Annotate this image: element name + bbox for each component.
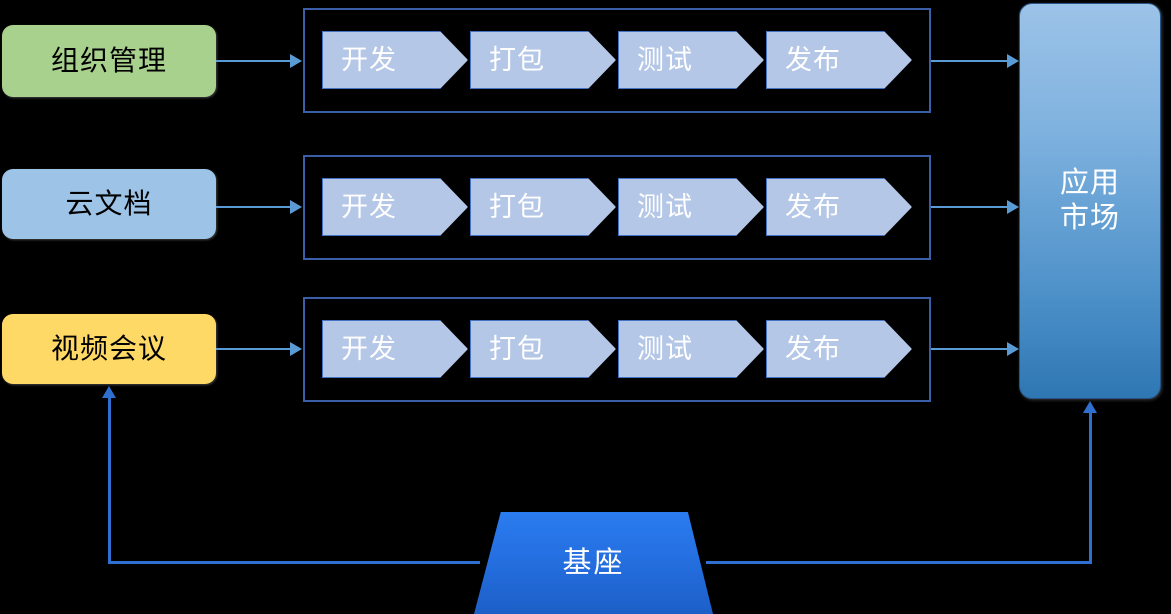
pipeline-stage-test[interactable]: 测试 — [618, 178, 764, 236]
connector-cloud-doc-to-pipeline — [216, 206, 290, 208]
pipeline-stage-release[interactable]: 发布 — [766, 178, 912, 236]
app-box-organization[interactable]: 组织管理 — [2, 25, 216, 97]
pipeline-stage-package-label: 打包 — [489, 333, 545, 364]
pipeline-stage-release-label: 发布 — [785, 44, 841, 75]
app-market-panel[interactable]: 应用 市场 — [1019, 3, 1161, 399]
app-box-video-meeting-label: 视频会议 — [50, 333, 167, 364]
connector-pipeline-video-meeting-to-market — [931, 348, 1007, 350]
pipeline-stage-release-label: 发布 — [785, 191, 841, 222]
connector-foundation-to-market-vertical — [1089, 413, 1092, 563]
pipeline-stage-test-label: 测试 — [637, 191, 693, 222]
pipeline-stage-release[interactable]: 发布 — [766, 320, 912, 378]
pipeline-stage-test[interactable]: 测试 — [618, 31, 764, 89]
connector-video-meeting-to-pipeline — [216, 348, 290, 350]
app-box-cloud-doc-label: 云文档 — [65, 188, 153, 219]
pipeline-stage-test-label: 测试 — [637, 333, 693, 364]
connector-organization-to-pipeline — [216, 60, 290, 62]
pipeline-stage-develop[interactable]: 开发 — [322, 320, 468, 378]
pipeline-stage-release-label: 发布 — [785, 333, 841, 364]
connector-pipeline-organization-to-market — [931, 60, 1007, 62]
arrow-up-icon — [1083, 401, 1097, 413]
app-box-cloud-doc[interactable]: 云文档 — [2, 169, 216, 239]
pipeline-container-organization: 开发 打包 测试 发布 — [303, 8, 931, 113]
connector-foundation-to-market-horizontal — [706, 561, 1092, 564]
app-market-label-wrapper: 应用 市场 — [1060, 166, 1120, 237]
pipeline-stage-package-label: 打包 — [489, 44, 545, 75]
pipeline-container-video-meeting: 开发 打包 测试 发布 — [303, 297, 931, 402]
app-box-organization-label: 组织管理 — [50, 45, 167, 76]
arrow-right-icon — [290, 200, 302, 214]
foundation-trapezoid[interactable]: 基座 — [474, 512, 713, 614]
pipeline-stage-package-label: 打包 — [489, 191, 545, 222]
pipeline-stage-develop[interactable]: 开发 — [322, 178, 468, 236]
pipeline-stage-develop-label: 开发 — [341, 44, 397, 75]
arrow-right-icon — [1007, 342, 1019, 356]
foundation-label: 基座 — [562, 546, 625, 579]
pipeline-stage-package[interactable]: 打包 — [470, 320, 616, 378]
connector-pipeline-cloud-doc-to-market — [931, 206, 1007, 208]
pipeline-stage-test-label: 测试 — [637, 44, 693, 75]
pipeline-stage-package[interactable]: 打包 — [470, 31, 616, 89]
connector-foundation-to-video-meeting-horizontal — [108, 561, 480, 564]
app-market-label-line1: 应用 — [1059, 166, 1120, 199]
pipeline-stage-test[interactable]: 测试 — [618, 320, 764, 378]
pipeline-container-cloud-doc: 开发 打包 测试 发布 — [303, 155, 931, 260]
pipeline-stage-release[interactable]: 发布 — [766, 31, 912, 89]
pipeline-stage-develop-label: 开发 — [341, 333, 397, 364]
connector-foundation-to-video-meeting-vertical — [108, 398, 111, 563]
app-box-video-meeting[interactable]: 视频会议 — [2, 314, 216, 384]
pipeline-stage-develop[interactable]: 开发 — [322, 31, 468, 89]
app-market-label-line2: 市场 — [1059, 202, 1120, 234]
arrow-right-icon — [1007, 200, 1019, 214]
arrow-right-icon — [290, 342, 302, 356]
pipeline-stage-package[interactable]: 打包 — [470, 178, 616, 236]
arrow-right-icon — [290, 54, 302, 68]
arrow-right-icon — [1007, 54, 1019, 68]
pipeline-stage-develop-label: 开发 — [341, 191, 397, 222]
arrow-up-icon — [102, 386, 116, 398]
